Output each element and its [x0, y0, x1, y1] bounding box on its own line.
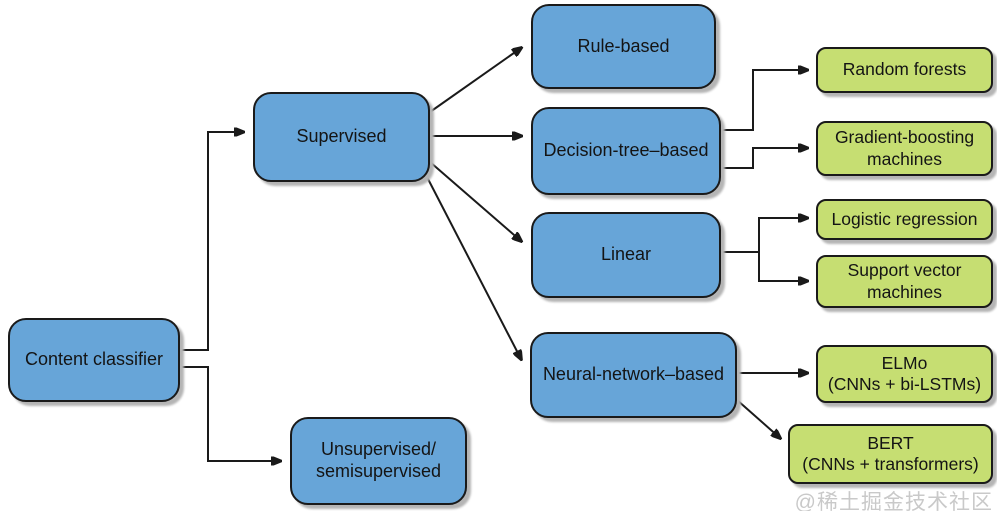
- node-bert: BERT (CNNs + transformers): [788, 424, 993, 484]
- node-logistic-regression: Logistic regression: [816, 199, 993, 240]
- node-gradient-boosting: Gradient-boosting machines: [816, 121, 993, 176]
- node-neural-network-based: Neural-network–based: [530, 332, 737, 418]
- edge-content-to-unsupervised: [180, 366, 280, 461]
- node-rule-based: Rule-based: [531, 4, 716, 89]
- edge-decision-to-random: [721, 70, 807, 131]
- node-content-classifier: Content classifier: [8, 318, 180, 402]
- node-random-forests: Random forests: [816, 47, 993, 93]
- node-elmo: ELMo (CNNs + bi-LSTMs): [816, 345, 993, 403]
- watermark: @稀土掘金技术社区: [794, 491, 993, 511]
- edge-linear-to-logistic: [721, 218, 807, 253]
- node-supervised: Supervised: [253, 92, 430, 182]
- edge-linear-to-svm: [758, 252, 807, 281]
- edge-neural-to-bert: [736, 399, 780, 438]
- edge-supervised-to-rule: [429, 48, 521, 113]
- edge-supervised-to-neural: [426, 176, 521, 359]
- node-linear: Linear: [531, 212, 721, 298]
- edge-content-to-supervised: [180, 132, 243, 351]
- edge-decision-to-gradient: [721, 148, 807, 169]
- node-unsupervised: Unsupervised/ semisupervised: [290, 417, 467, 505]
- node-decision-tree-based: Decision-tree–based: [531, 107, 721, 195]
- node-support-vector: Support vector machines: [816, 255, 993, 308]
- edge-supervised-to-linear: [429, 161, 521, 241]
